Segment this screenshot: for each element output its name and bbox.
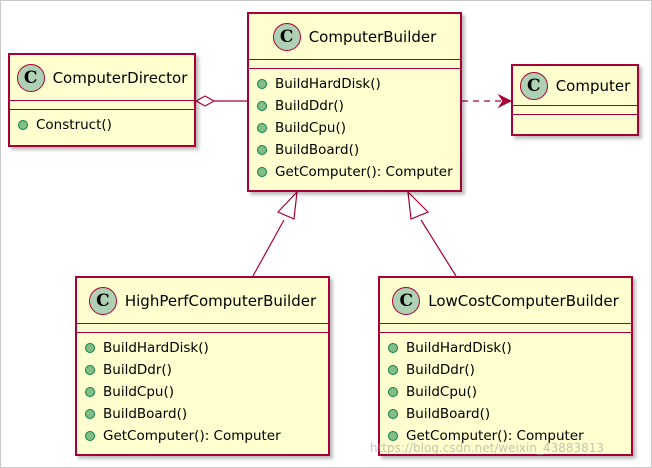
- method-label: BuildBoard(): [406, 406, 491, 422]
- class-name: ComputerDirector: [52, 68, 188, 87]
- class-fields-compartment: [380, 324, 631, 333]
- method-row: Construct(): [18, 114, 194, 136]
- class-methods-compartment: Construct(): [10, 110, 194, 139]
- class-name: ComputerBuilder: [308, 27, 437, 46]
- method-row: GetComputer(): Computer: [85, 425, 328, 447]
- public-method-icon: [388, 343, 398, 353]
- class-header: C Computer: [513, 66, 637, 106]
- method-label: BuildCpu(): [406, 384, 477, 400]
- method-row: BuildBoard(): [257, 139, 460, 161]
- method-label: BuildBoard(): [275, 142, 360, 158]
- public-method-icon: [257, 145, 267, 155]
- public-method-icon: [85, 431, 95, 441]
- watermark-text: https://blog.csdn.net/weixin_43883813: [370, 441, 605, 455]
- method-label: BuildCpu(): [103, 384, 174, 400]
- method-row: BuildHardDisk(): [388, 337, 631, 359]
- inheritance-triangle-highperf: [276, 190, 298, 220]
- method-row: GetComputer(): Computer: [257, 161, 460, 183]
- aggregation-diamond: [194, 95, 216, 107]
- public-method-icon: [388, 387, 398, 397]
- method-label: GetComputer(): Computer: [275, 164, 453, 180]
- method-row: BuildHardDisk(): [257, 73, 460, 95]
- class-fields-compartment: [513, 106, 637, 115]
- method-row: BuildDdr(): [388, 359, 631, 381]
- class-name: LowCostComputerBuilder: [428, 291, 619, 310]
- class-header: C LowCostComputerBuilder: [380, 278, 631, 324]
- dependency-arrowhead: [497, 93, 513, 109]
- public-method-icon: [388, 365, 398, 375]
- public-method-icon: [18, 120, 28, 130]
- method-row: GetComputer(): Computer: [388, 425, 631, 447]
- public-method-icon: [257, 79, 267, 89]
- class-computer-builder[interactable]: C ComputerBuilder BuildHardDisk() BuildD…: [247, 12, 462, 192]
- method-row: BuildCpu(): [388, 381, 631, 403]
- public-method-icon: [85, 343, 95, 353]
- class-high-perf-computer-builder[interactable]: C HighPerfComputerBuilder BuildHardDisk(…: [75, 276, 330, 456]
- method-row: BuildDdr(): [257, 95, 460, 117]
- class-fields-compartment: [77, 324, 328, 333]
- public-method-icon: [257, 101, 267, 111]
- inheritance-triangle-lowcost: [407, 190, 430, 220]
- method-label: BuildHardDisk(): [103, 340, 209, 356]
- class-methods-compartment: BuildHardDisk() BuildDdr() BuildCpu() Bu…: [249, 69, 460, 186]
- method-row: BuildCpu(): [85, 381, 328, 403]
- method-label: BuildDdr(): [406, 362, 475, 378]
- class-header: C ComputerBuilder: [249, 14, 460, 60]
- class-stereotype-icon: C: [392, 286, 421, 315]
- class-stereotype-icon: C: [272, 22, 301, 51]
- class-name: Computer: [555, 76, 631, 95]
- class-computer[interactable]: C Computer: [511, 64, 639, 136]
- class-name: HighPerfComputerBuilder: [124, 291, 317, 310]
- public-method-icon: [388, 431, 398, 441]
- method-row: BuildBoard(): [388, 403, 631, 425]
- class-header: C HighPerfComputerBuilder: [77, 278, 328, 324]
- method-row: BuildCpu(): [257, 117, 460, 139]
- public-method-icon: [257, 167, 267, 177]
- method-label: GetComputer(): Computer: [103, 428, 281, 444]
- class-fields-compartment: [10, 101, 194, 110]
- method-row: BuildBoard(): [85, 403, 328, 425]
- public-method-icon: [85, 365, 95, 375]
- method-label: BuildDdr(): [275, 98, 344, 114]
- class-stereotype-icon: C: [519, 71, 548, 100]
- class-stereotype-icon: C: [16, 63, 45, 92]
- method-label: BuildCpu(): [275, 120, 346, 136]
- inheritance-line-lowcost: [420, 219, 457, 277]
- method-row: BuildHardDisk(): [85, 337, 328, 359]
- method-label: BuildDdr(): [103, 362, 172, 378]
- method-label: GetComputer(): Computer: [406, 428, 584, 444]
- method-label: BuildBoard(): [103, 406, 188, 422]
- method-label: Construct(): [36, 117, 112, 133]
- public-method-icon: [257, 123, 267, 133]
- class-computer-director[interactable]: C ComputerDirector Construct(): [8, 53, 196, 147]
- class-fields-compartment: [249, 60, 460, 69]
- public-method-icon: [85, 409, 95, 419]
- class-methods-compartment: BuildHardDisk() BuildDdr() BuildCpu() Bu…: [380, 333, 631, 450]
- method-label: BuildHardDisk(): [406, 340, 512, 356]
- method-label: BuildHardDisk(): [275, 76, 381, 92]
- class-header: C ComputerDirector: [10, 55, 194, 101]
- public-method-icon: [85, 387, 95, 397]
- method-row: BuildDdr(): [85, 359, 328, 381]
- public-method-icon: [388, 409, 398, 419]
- class-stereotype-icon: C: [88, 286, 117, 315]
- class-low-cost-computer-builder[interactable]: C LowCostComputerBuilder BuildHardDisk()…: [378, 276, 633, 456]
- class-methods-compartment: BuildHardDisk() BuildDdr() BuildCpu() Bu…: [77, 333, 328, 450]
- inheritance-line-highperf: [252, 219, 285, 277]
